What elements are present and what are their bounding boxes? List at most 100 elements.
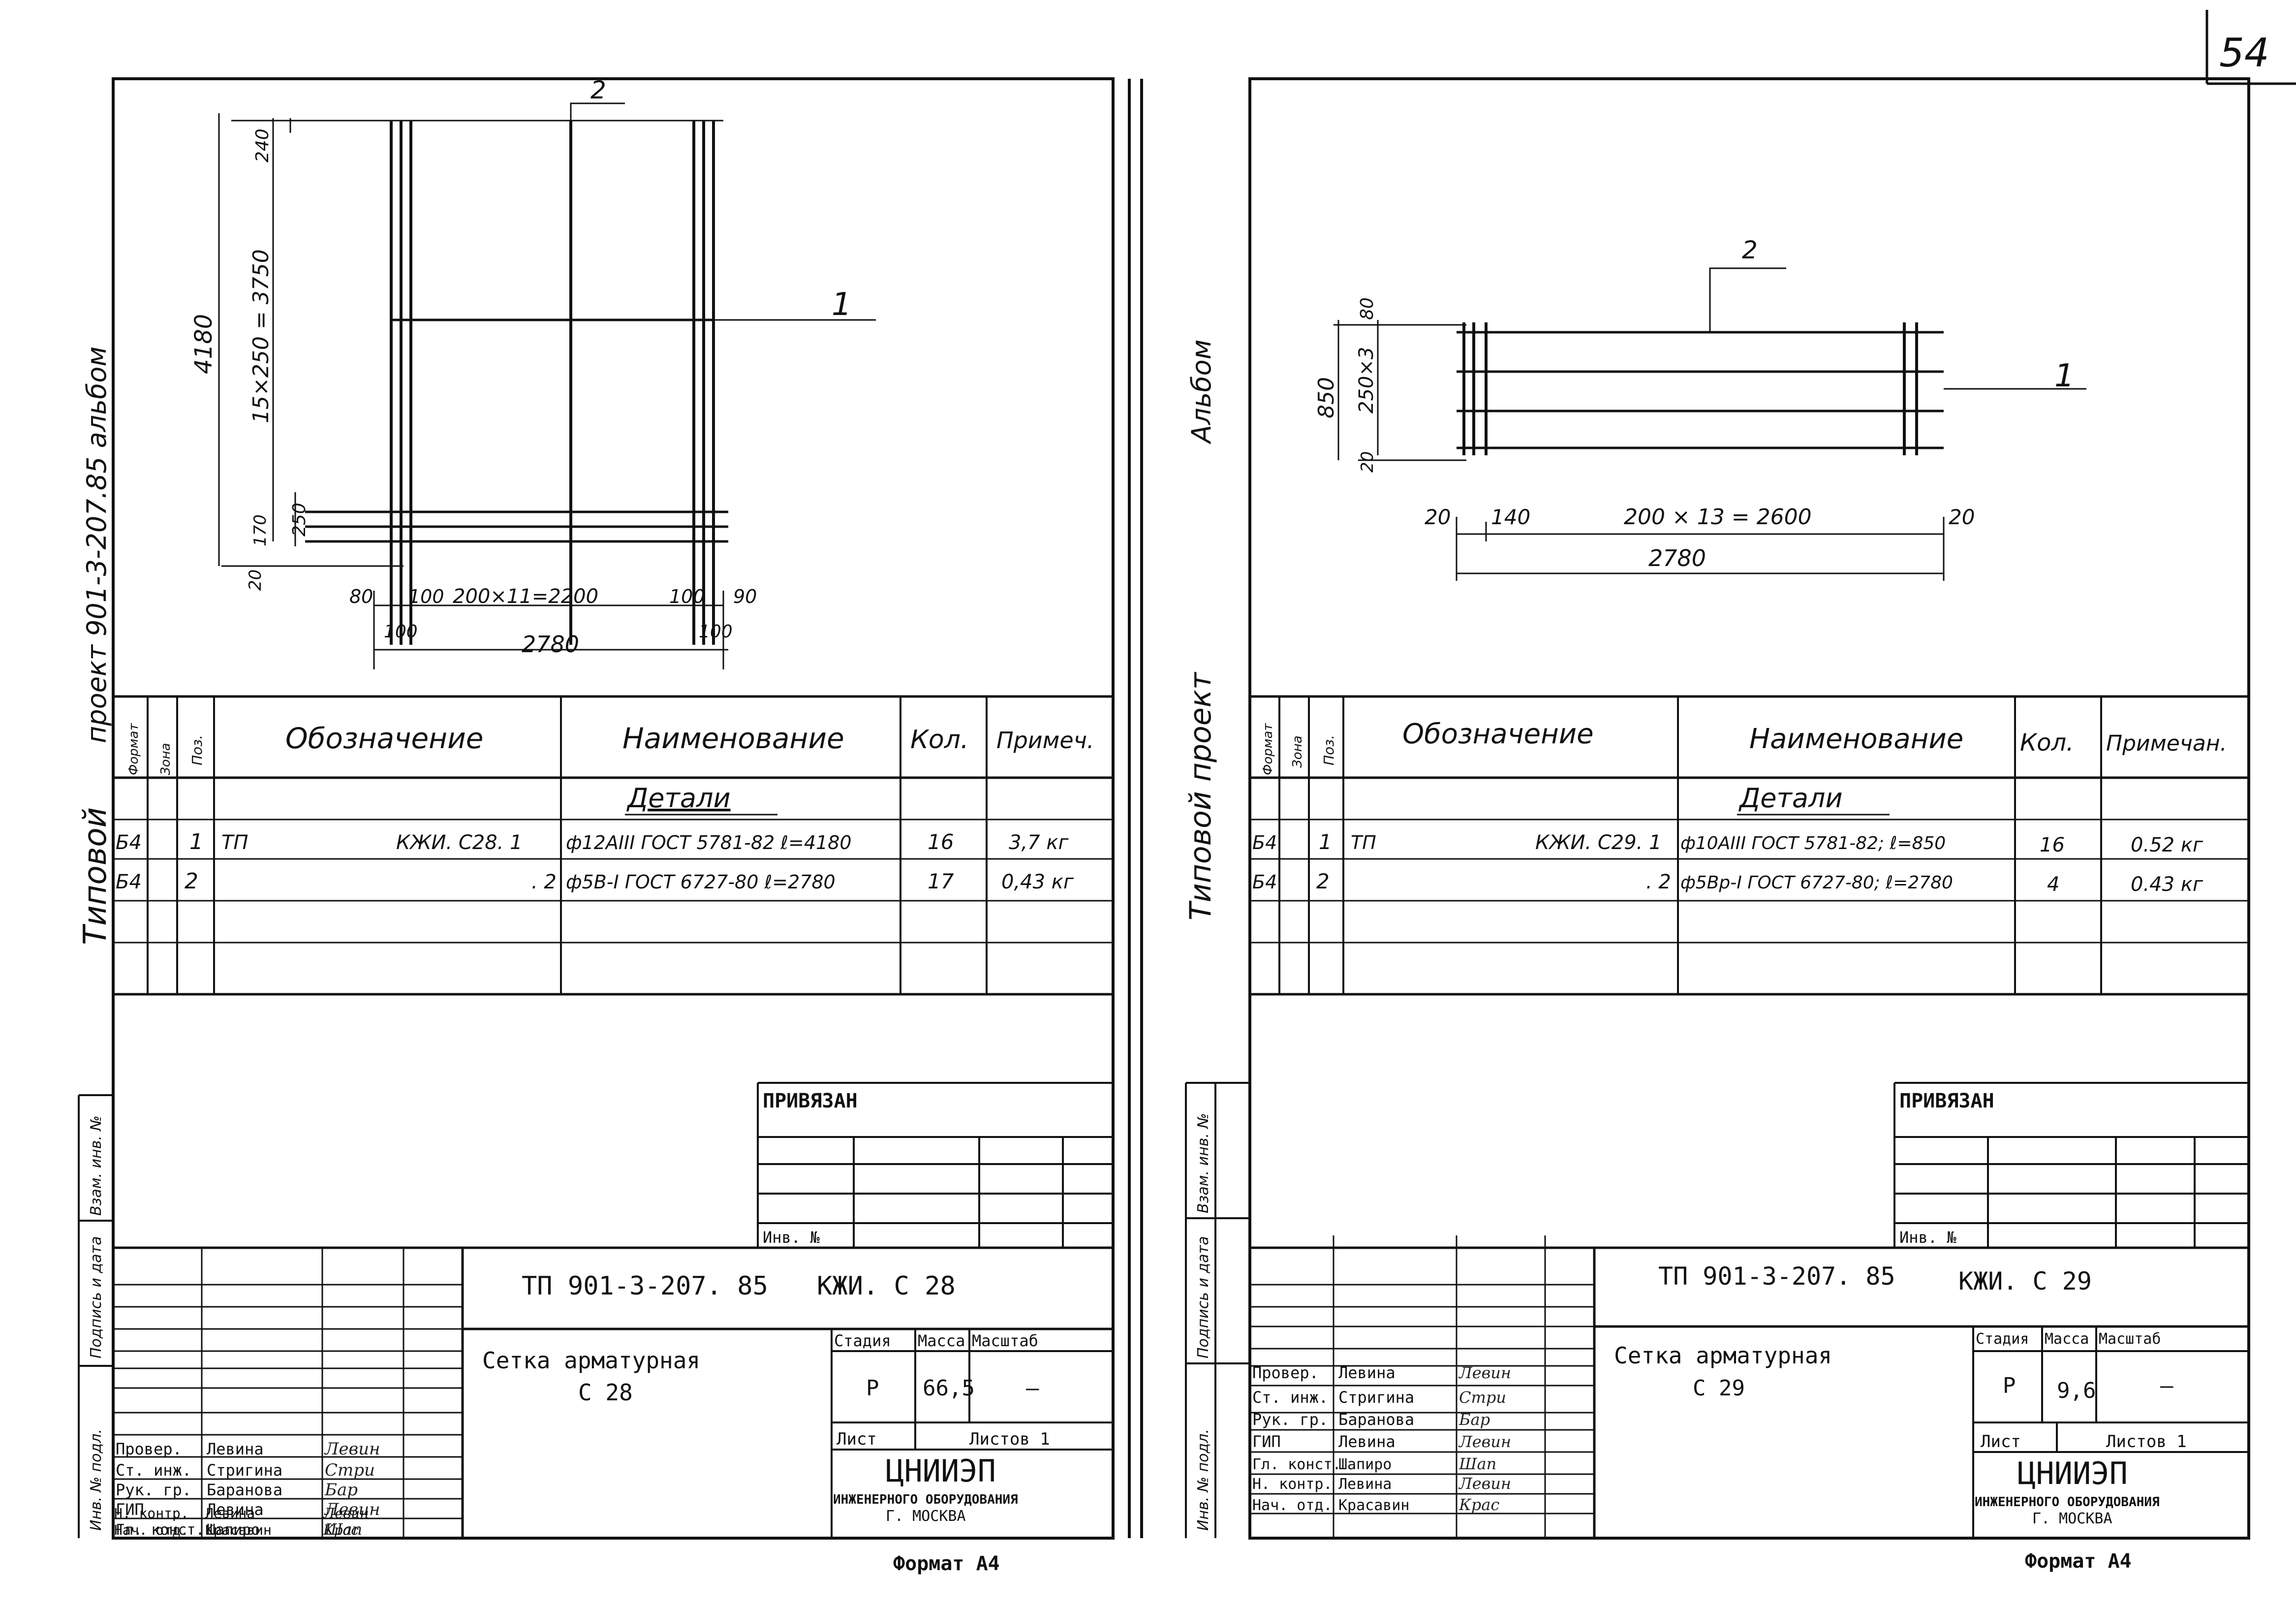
staff-signature: Стрu — [325, 1460, 375, 1480]
staff-role: Н. контр. — [114, 1505, 189, 1521]
right-r2-oboz: . 2 — [1646, 871, 1671, 893]
staff-name: Красавин — [205, 1522, 272, 1538]
right-stage-h: Стадия — [1976, 1330, 2029, 1348]
right-mass: 9,6 — [2057, 1378, 2096, 1403]
left-side-title: Типовой — [77, 807, 114, 945]
left-sheet-h: Лист — [837, 1429, 877, 1449]
right-r1-qty: 16 — [2040, 834, 2065, 856]
staff-name: Баранова — [1338, 1410, 1414, 1429]
left-r1-oboz: КЖИ. С28. 1 — [396, 831, 523, 854]
right-dim-140: 140 — [1491, 505, 1530, 529]
left-dim-series-x: 200×11=2200 — [453, 585, 598, 608]
left-r2-format: Б4 — [116, 871, 142, 893]
left-dim-total-h: 4180 — [190, 314, 217, 374]
left-th-pos: Поз. — [189, 735, 205, 765]
list-item: Н. контр. Левина Левин — [114, 1505, 459, 1522]
right-mesh-drawing — [1334, 267, 2086, 581]
staff-name: Левина — [205, 1505, 255, 1521]
table-row: Б4 2 . 2 ф5Вр-I ГОСТ 6727-80; ℓ=2780 4 0… — [1252, 869, 2203, 896]
staff-name: Левина — [1338, 1476, 1392, 1493]
staff-signature: Левин — [1458, 1363, 1511, 1382]
staff-name: Стригина — [1338, 1388, 1414, 1407]
staff-role: Рук. гр. — [1252, 1410, 1328, 1429]
staff-role: Рук. гр. — [116, 1481, 191, 1499]
right-pos2-label: 2 — [1742, 236, 1758, 264]
left-r1-name: ф12АIII ГОСТ 5781-82 ℓ=4180 — [566, 832, 852, 853]
left-side-faded-title: проект 901-3-207.85 альбом — [81, 347, 112, 743]
right-dim-850: 850 — [1314, 377, 1339, 418]
right-section-details: Детали — [1738, 783, 1843, 814]
left-th-oboz: Обозначение — [285, 722, 483, 755]
left-th-name: Наименование — [622, 722, 844, 755]
staff-name: Левина — [207, 1500, 264, 1519]
right-mass-h: Масса — [2045, 1330, 2089, 1348]
left-side-inv: Инв. № подл. — [88, 1429, 105, 1531]
left-r2-note: 0,43 кг — [1001, 871, 1074, 893]
staff-role: Гл. конст. — [1252, 1456, 1341, 1473]
left-staff-list: Провер. Левина Левин Ст. инж. Стригина С… — [116, 1439, 380, 1539]
right-r2-pos: 2 — [1316, 869, 1330, 893]
right-dim-80: 80 — [1357, 297, 1377, 320]
right-org3: Г. МОСКВА — [2032, 1510, 2112, 1527]
staff-role: Провер. — [116, 1440, 182, 1458]
left-dim-100a: 100 — [408, 586, 444, 607]
left-spec-table-grid — [113, 695, 1113, 996]
right-r1-tp: ТП — [1351, 832, 1376, 853]
right-side-album: Альбом — [1186, 340, 1217, 444]
left-stage-h: Стадия — [834, 1331, 891, 1350]
left-r1-qty: 16 — [928, 830, 954, 854]
left-scale-h: Масштаб — [972, 1331, 1038, 1350]
left-r1-tp: ТП — [221, 831, 248, 854]
right-side-title: Типовой проект — [1183, 671, 1218, 920]
left-dim-total-w: 2780 — [522, 631, 579, 658]
staff-signature: Левин — [1458, 1432, 1511, 1451]
left-stage: Р — [866, 1376, 879, 1401]
left-pos1-label: 1 — [832, 286, 852, 323]
right-r2-qty: 4 — [2047, 873, 2059, 896]
left-r2-qty: 17 — [928, 869, 954, 893]
staff-signature: Крас — [1458, 1495, 1499, 1514]
left-privyazan: ПРИВЯЗАН — [763, 1090, 858, 1112]
staff-name: Стригина — [207, 1461, 282, 1480]
left-dim-250: 250 — [289, 503, 310, 537]
left-title1: Сетка арматурная — [482, 1347, 700, 1374]
left-r2-name: ф5В-I ГОСТ 6727-80 ℓ=2780 — [566, 871, 836, 893]
right-doc-code2: КЖИ. С 29 — [1958, 1267, 2092, 1295]
staff-name: Шапиро — [1338, 1456, 1392, 1473]
list-item: Нач. отд. Красавин Крас — [114, 1522, 459, 1539]
staff-role: Ст. инж. — [1252, 1388, 1328, 1407]
left-doc-code: ТП 901-3-207. 85 — [522, 1271, 768, 1301]
right-pos1-label: 1 — [2054, 358, 2075, 394]
left-r1-format: Б4 — [116, 831, 142, 854]
right-doc-code: ТП 901-3-207. 85 — [1658, 1262, 1895, 1291]
left-dim-170: 170 — [250, 514, 270, 546]
right-spec-table-grid — [1250, 695, 2249, 996]
staff-signature: Бар — [324, 1480, 358, 1500]
left-th-qty: Кол. — [910, 725, 969, 755]
page-number: 54 — [2219, 30, 2269, 76]
right-side-vzam: Взам. инв. № — [1195, 1113, 1212, 1213]
left-org3: Г. МОСКВА — [886, 1508, 966, 1525]
left-inv-no: Инв. № — [763, 1228, 820, 1247]
staff-signature: Бар — [1458, 1410, 1490, 1429]
left-section-details: Детали — [626, 783, 731, 814]
left-th-zone: Зона — [158, 743, 173, 775]
left-staff-extra: Н. контр. Левина Левин Нач. отд. Красави… — [114, 1505, 459, 1539]
right-r2-format: Б4 — [1252, 871, 1277, 893]
right-th-zone: Зона — [1290, 735, 1305, 768]
staff-role: Нач. отд. — [1252, 1497, 1333, 1514]
left-mesh-drawing — [218, 102, 876, 669]
left-dim-20: 20 — [246, 569, 265, 591]
left-th-format: Формат — [126, 723, 141, 775]
right-dim-20a: 20 — [1425, 505, 1451, 529]
right-org1: ЦНИИЭП — [2017, 1455, 2128, 1491]
right-r1-name: ф10АIII ГОСТ 5781-82; ℓ=850 — [1680, 833, 1946, 853]
right-th-qty: Кол. — [2020, 729, 2074, 757]
staff-name: Красавин — [1338, 1497, 1410, 1514]
right-dim-series-x: 200 × 13 = 2600 — [1624, 505, 1812, 530]
staff-signature: Левин — [324, 1439, 380, 1459]
table-row: Б4 1 ТП КЖИ. С29. 1 ф10АIII ГОСТ 5781-82… — [1252, 830, 2203, 856]
right-scale-h: Масштаб — [2099, 1330, 2161, 1348]
right-title1: Сетка арматурная — [1614, 1342, 1832, 1369]
right-scale: — — [2160, 1373, 2173, 1398]
